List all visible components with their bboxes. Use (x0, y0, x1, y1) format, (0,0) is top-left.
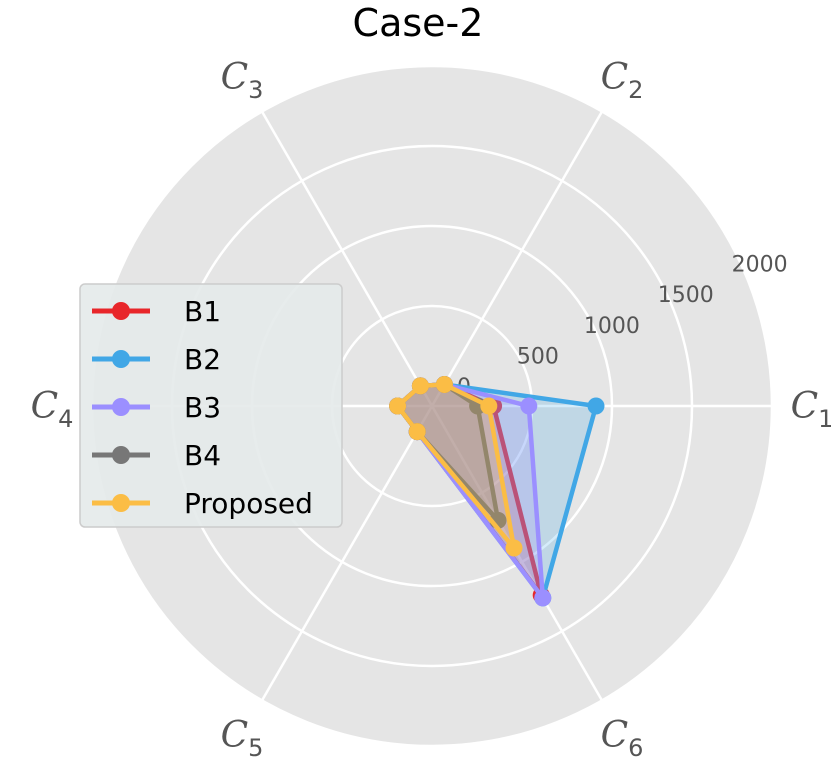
legend-swatch-marker (112, 302, 130, 320)
legend-label: B1 (184, 295, 221, 328)
legend-swatch-marker (112, 398, 130, 416)
category-label: C4 (31, 386, 74, 433)
series-fill (397, 384, 514, 548)
series-point (505, 539, 523, 557)
series-fill (397, 384, 596, 598)
legend-swatch-marker (112, 350, 130, 368)
series-point (389, 397, 407, 415)
radial-tick-label: 1000 (584, 314, 640, 339)
series-point (480, 397, 498, 415)
grid-spoke (430, 110, 604, 407)
series-point (534, 589, 552, 607)
legend-box (79, 283, 343, 528)
series-point (435, 376, 453, 394)
series-point (587, 397, 605, 415)
radial-tick-label: 2000 (732, 253, 788, 278)
category-label: C2 (601, 57, 644, 104)
category-label: C3 (221, 57, 264, 104)
legend-label: B2 (184, 343, 221, 376)
chart-title: Case-2 (353, 1, 484, 45)
grid-spoke (260, 110, 434, 407)
series-fill (397, 384, 498, 521)
series-point (520, 397, 538, 415)
legend-label: B4 (184, 439, 221, 472)
category-label: C6 (601, 715, 644, 762)
legend-swatch-marker (112, 494, 130, 512)
legend-swatch-marker (112, 446, 130, 464)
radial-tick-label: 1500 (658, 283, 714, 308)
category-label: C5 (221, 715, 264, 762)
legend-label: B3 (184, 391, 221, 424)
series-point (411, 377, 429, 395)
grid-spoke (260, 405, 434, 702)
radial-tick-label: 500 (517, 344, 559, 369)
legend-label: Proposed (184, 487, 313, 520)
category-label: C1 (791, 386, 831, 433)
series-point (408, 423, 426, 441)
